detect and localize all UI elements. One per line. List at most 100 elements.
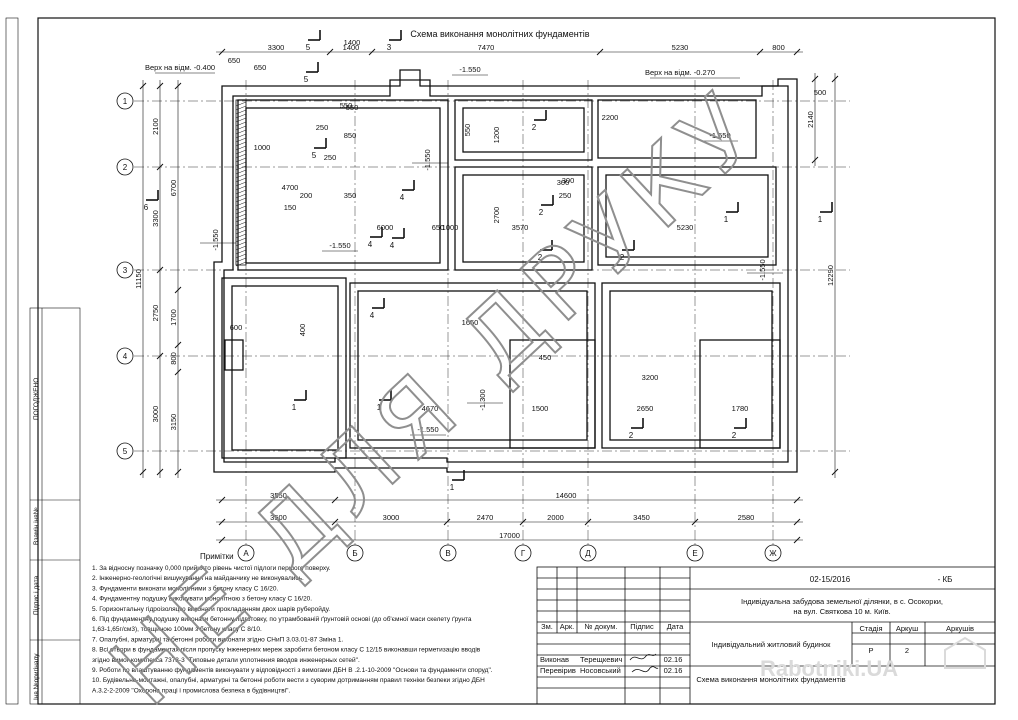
level-mark: -1.550 bbox=[758, 259, 767, 280]
hatched-wall bbox=[235, 99, 247, 267]
foundation-walls bbox=[213, 69, 798, 473]
site-watermark: Rabotniki.UA bbox=[760, 656, 898, 681]
axis-bubble-col bbox=[439, 544, 457, 562]
room-right-top-outer bbox=[597, 99, 757, 159]
hatch-line bbox=[235, 173, 247, 179]
dim-right-total-tick bbox=[831, 75, 839, 83]
dim-right-top-label: 2140 bbox=[806, 111, 815, 128]
hatch-line bbox=[235, 177, 247, 183]
hatch-line bbox=[235, 189, 247, 195]
side-label-inventory: Інв №оригіналу bbox=[32, 653, 40, 700]
stamp-stage-label: Стадія bbox=[859, 624, 882, 633]
note-line: 2. Інженерно-геологічні вишукування на м… bbox=[92, 574, 304, 582]
dim-top-label: 3300 bbox=[268, 43, 285, 52]
level-marks: -1.550-1.550-1.550-1.550-1.550-1.550-1.5… bbox=[200, 65, 783, 436]
stamp-building: Індивідуальний житловий будинок bbox=[712, 640, 832, 649]
stamp-date-1: 02.16 bbox=[664, 655, 683, 664]
dim-inner-label: 450 bbox=[539, 353, 552, 362]
dim-top-label: 5230 bbox=[672, 43, 689, 52]
dim-inner-label: 550 bbox=[340, 101, 353, 110]
room-mid-top-outer bbox=[454, 99, 593, 161]
dim-top-tick bbox=[793, 48, 801, 56]
axis-label-row: 3 bbox=[123, 266, 128, 275]
dim-bottom-total-tick bbox=[218, 536, 226, 544]
dim-inner-label: 250 bbox=[324, 153, 337, 162]
stamp-name-2: Носовський bbox=[580, 666, 621, 675]
dim-inner-label: 1500 bbox=[532, 404, 549, 413]
axis-bubble-row bbox=[116, 442, 134, 460]
note-line: 9. Роботи по влаштуванню фундаментів вик… bbox=[92, 666, 493, 674]
dim-inner-label: 200 bbox=[300, 191, 313, 200]
left-wing-inner bbox=[231, 285, 339, 451]
section-mark-label: 6 bbox=[144, 203, 149, 212]
dim-left-2-tick bbox=[174, 82, 182, 90]
hatch-line bbox=[235, 149, 247, 155]
outer-wall-inner bbox=[223, 79, 789, 463]
dim-inner-label: 300 bbox=[562, 176, 575, 185]
dim-inner-label: 550 bbox=[346, 103, 359, 112]
section-mark-label: 1 bbox=[724, 215, 729, 224]
level-mark: -1.550 bbox=[211, 229, 220, 250]
dim-inner-label: 2700 bbox=[492, 207, 501, 224]
axis-label-col: Д bbox=[585, 549, 591, 558]
stamp-code: 02-15/2016 bbox=[810, 575, 851, 584]
section-mark-label: 5 bbox=[306, 43, 311, 52]
room-right-mid-outer bbox=[597, 166, 777, 266]
dim-bottom-2-tick bbox=[793, 518, 801, 526]
dim-left-2-label: 6700 bbox=[169, 180, 178, 197]
dim-left-2-tick bbox=[174, 368, 182, 376]
axis-bubble-col bbox=[579, 544, 597, 562]
dim-bottom-1-tick bbox=[218, 496, 226, 504]
dim-left-1-tick bbox=[156, 352, 164, 360]
dim-bottom-2-tick bbox=[691, 518, 699, 526]
side-strip bbox=[29, 307, 81, 705]
section-mark-label: 2 bbox=[538, 253, 543, 262]
hatch-line bbox=[235, 229, 247, 235]
hatch-line bbox=[235, 161, 247, 167]
dim-left-1-label: 3000 bbox=[151, 406, 160, 423]
axis-label-row: 5 bbox=[123, 447, 128, 456]
section-mark-label: 1 bbox=[818, 215, 823, 224]
dim-inner-label: 250 bbox=[559, 191, 572, 200]
dim-right-top-tick bbox=[811, 75, 819, 83]
dim-right-top-tick bbox=[811, 156, 819, 164]
note-line: 6. Під фундаментну подушку виконати бето… bbox=[92, 615, 472, 623]
section-mark-label: 1 bbox=[377, 403, 382, 412]
room-bottom-mid-outer bbox=[509, 339, 596, 449]
dim-bottom-2-label: 2000 bbox=[547, 513, 564, 522]
axis-label-row: 1 bbox=[123, 97, 128, 106]
stamp-name-1: Терещкевич bbox=[580, 655, 623, 664]
hatch-line bbox=[235, 113, 247, 119]
dim-left-2-tick bbox=[174, 286, 182, 294]
hatch-line bbox=[235, 141, 247, 147]
dim-top-tick bbox=[368, 48, 376, 56]
axis-bubble-row bbox=[116, 347, 134, 365]
dim-inner-label: 4700 bbox=[282, 183, 299, 192]
title-block bbox=[536, 566, 996, 705]
section-mark-label: 2 bbox=[539, 208, 544, 217]
dim-inner-label: 3200 bbox=[642, 373, 659, 382]
stamp-head-change: Зм. bbox=[541, 622, 553, 631]
dim-left-2-label: 800 bbox=[169, 352, 178, 365]
dim-inner-label: 1200 bbox=[492, 127, 501, 144]
axis-bubble-col bbox=[514, 544, 532, 562]
dim-right-total-tick bbox=[831, 468, 839, 476]
dim-inner-label: 350 bbox=[344, 191, 357, 200]
dim-inner-label: 850 bbox=[344, 131, 357, 140]
hatch-line bbox=[235, 213, 247, 219]
dim-bottom-1-label: 14600 bbox=[556, 491, 577, 500]
dim-bottom-2-tick bbox=[584, 518, 592, 526]
hatch-line bbox=[235, 117, 247, 123]
dim-bottom-total-tick bbox=[793, 536, 801, 544]
hatch-line bbox=[235, 201, 247, 207]
dim-bottom-1-label: 3550 bbox=[270, 491, 287, 500]
axis-bubble-col bbox=[346, 544, 364, 562]
dim-top-tick bbox=[326, 48, 334, 56]
note-line: 1. За відносну позначку 0,000 прийнято р… bbox=[92, 564, 331, 572]
hatch-line bbox=[235, 157, 247, 163]
stamp-head-sign: Підпис bbox=[630, 622, 654, 631]
note-line: 1,63-1,65г/см3), товщиною 100мм з бетону… bbox=[92, 625, 262, 633]
dim-left-2-label: 1700 bbox=[169, 309, 178, 326]
dim-bottom-2-tick bbox=[331, 518, 339, 526]
